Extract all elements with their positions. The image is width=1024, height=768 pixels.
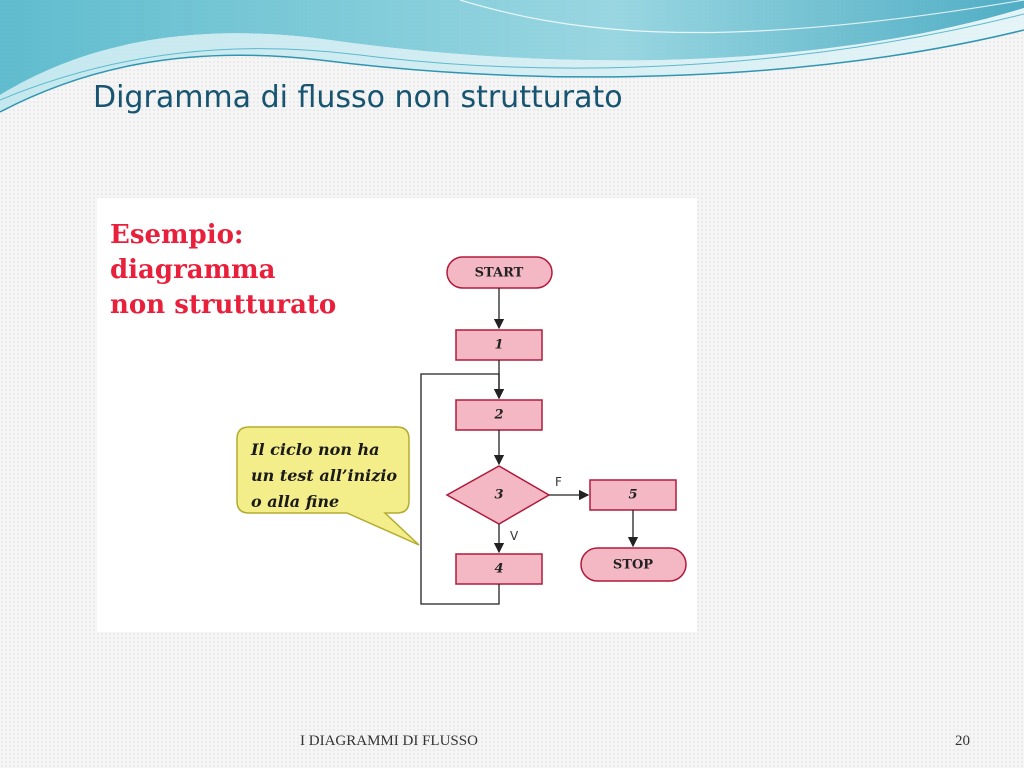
process-node-4-label: 4 — [494, 561, 504, 577]
edge-loop-4-2 — [420, 373, 505, 605]
callout-bubble — [236, 426, 420, 546]
branch-false-label: F — [555, 475, 562, 489]
decision-node-3-label: 3 — [494, 487, 504, 503]
callout-line: un test all’inizio — [251, 466, 398, 485]
stop-node-label: STOP — [612, 557, 654, 573]
stop-node — [580, 547, 687, 582]
process-node-2-label: 2 — [494, 407, 504, 423]
figure-heading-line: diagramma — [110, 255, 276, 285]
flowchart-figure: Esempio: diagramma non strutturato START… — [97, 198, 697, 632]
branch-true-label: V — [510, 529, 519, 543]
process-node-4 — [455, 553, 543, 585]
process-node-5-label: 5 — [628, 487, 638, 503]
decorative-waves — [0, 0, 1024, 113]
callout-text: Il ciclo non ha un test all’inizio o all… — [251, 437, 397, 515]
figure-heading-line: non strutturato — [110, 290, 337, 320]
figure-heading-line: Esempio: — [110, 220, 244, 250]
flowchart-canvas — [236, 256, 687, 605]
figure-heading: Esempio: diagramma non strutturato — [110, 218, 336, 323]
slide-title: Digramma di flusso non strutturato — [93, 80, 623, 115]
callout-line: o alla fine — [251, 492, 340, 511]
start-node-label: START — [474, 265, 524, 281]
process-node-1-label: 1 — [494, 337, 504, 353]
process-node-2 — [455, 399, 543, 431]
slide-number: 20 — [955, 733, 970, 749]
slide-footer: I DIAGRAMMI DI FLUSSO — [300, 733, 478, 749]
callout-line: Il ciclo non ha — [251, 440, 380, 459]
process-node-1 — [455, 329, 543, 361]
process-node-5 — [589, 479, 677, 511]
